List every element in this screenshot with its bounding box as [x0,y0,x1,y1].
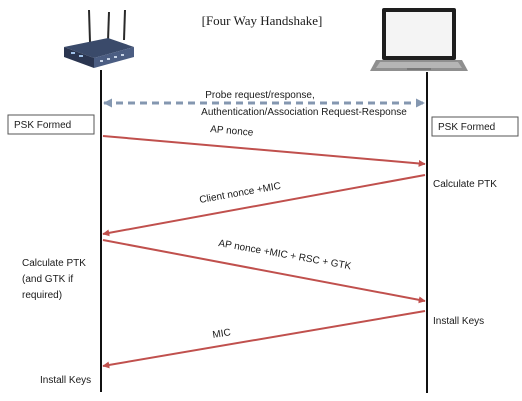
message-1-label: AP nonce [210,124,254,139]
ap-calculate-ptk-line1: Calculate PTK [22,258,86,269]
ap-psk-label: PSK Formed [14,120,71,131]
message-2-label: Client nonce +MIC [199,181,282,206]
message-1-arrow [102,135,426,167]
client-calculate-ptk: Calculate PTK [433,179,497,190]
diagram-title: [Four Way Handshake] [202,13,323,28]
message-3-label: AP nonce +MIC + RSC + GTK [217,238,352,272]
ap-calculate-ptk-line3: required) [22,290,62,301]
message-4-arrow [102,310,426,369]
message-4-label: MIC [212,327,232,341]
ap-calculate-ptk-line2: (and GTK if [22,274,73,285]
client-install-keys: Install Keys [433,316,484,327]
router-icon [64,9,134,68]
laptop-icon [370,8,468,71]
ap-psk-box: PSK Formed [7,114,95,135]
message-3-arrow [102,239,426,304]
probe-label-line1: Probe request/response, [205,90,315,101]
ap-install-keys: Install Keys [40,375,91,386]
client-psk-label: PSK Formed [438,122,495,133]
client-psk-box: PSK Formed [431,116,519,137]
probe-label-line2: Authentication/Association Request-Respo… [201,107,407,118]
message-2-arrow [102,174,426,237]
